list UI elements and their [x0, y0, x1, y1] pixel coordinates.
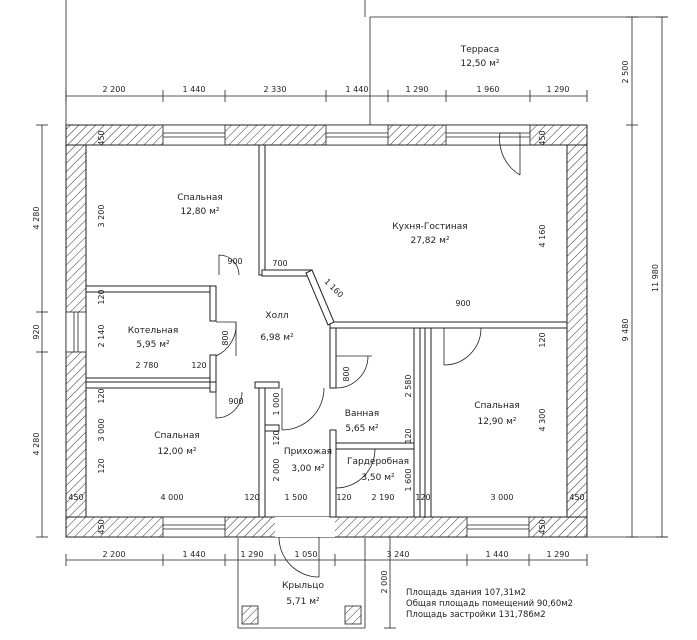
dim-bottom-1: 2 200	[103, 550, 126, 559]
room-bedroom3-area: 12,90 м²	[477, 417, 516, 427]
dim-int-3000b: 3 000	[491, 493, 514, 502]
dim-int-120c: 120	[538, 332, 547, 347]
room-kitchen-area: 27,82 м²	[410, 236, 449, 246]
dim-int-900c: 900	[228, 397, 243, 406]
dim-int-120d: 120	[97, 388, 106, 403]
dim-int-3200: 3 200	[97, 205, 106, 228]
dim-int-4000: 4 000	[161, 493, 184, 502]
room-terrace-area: 12,50 м²	[460, 59, 499, 69]
porch-dim: 2 000	[380, 537, 396, 629]
dim-int-450c: 450	[97, 519, 106, 534]
room-wardrobe-area: 3,50 м²	[361, 473, 395, 483]
bottom-dim-chain: 2 200 1 440 1 290 1 050 3 240 1 440 1 29…	[65, 550, 588, 566]
dim-int-120b: 120	[191, 361, 206, 370]
note-footprint: Площадь застройки 131,786м2	[406, 610, 546, 620]
room-bath-area: 5,65 м²	[345, 424, 379, 434]
dim-int-450e: 450	[68, 493, 83, 502]
dim-int-120e: 120	[272, 430, 281, 445]
left-dim-chain: 4 280 920 4 280	[32, 124, 48, 538]
room-bath-name: Ванная	[345, 409, 379, 419]
porch-outline	[237, 538, 366, 629]
dim-left-3: 4 280	[32, 433, 41, 456]
dim-int-120g: 120	[244, 493, 259, 502]
dim-int-1160: 1 160	[322, 277, 345, 300]
room-bedroom1-area: 12,80 м²	[180, 207, 219, 217]
dim-right-terrace: 2 500	[621, 61, 630, 84]
dim-int-450a: 450	[97, 130, 106, 145]
dim-int-4160: 4 160	[538, 225, 547, 248]
dim-bottom-4: 1 050	[295, 550, 318, 559]
dim-bottom-7: 1 290	[547, 550, 570, 559]
dim-top-5: 1 290	[406, 85, 429, 94]
dim-int-120f: 120	[404, 428, 413, 443]
room-labels: Терраса 12,50 м² Спальная 12,80 м² Кухня…	[128, 45, 520, 607]
dim-right-total: 11 980	[651, 264, 660, 292]
dim-int-4300: 4 300	[538, 409, 547, 432]
dim-int-450b: 450	[538, 130, 547, 145]
doors	[215, 132, 521, 578]
dim-int-1000: 1 000	[272, 393, 281, 416]
area-notes: Площадь здания 107,31м2 Общая площадь по…	[406, 588, 573, 620]
dim-int-450f: 450	[569, 493, 584, 502]
dim-int-2000a: 2 000	[272, 459, 281, 482]
right-dim-chain: 2 500 9 480 11 980	[587, 16, 668, 538]
note-total-area: Общая площадь помещений 90,60м2	[406, 599, 573, 609]
dim-top-3: 2 330	[264, 85, 287, 94]
room-wardrobe-name: Гардеробная	[347, 457, 409, 467]
top-extension-lines	[65, 0, 366, 125]
dim-top-1: 2 200	[103, 85, 126, 94]
dim-int-800b: 800	[342, 366, 351, 381]
dim-int-450d: 450	[538, 519, 547, 534]
note-building-area: Площадь здания 107,31м2	[406, 588, 526, 598]
dim-porch-depth: 2 000	[380, 571, 389, 594]
dim-top-7: 1 290	[547, 85, 570, 94]
dim-int-700: 700	[272, 259, 287, 268]
dim-int-900a: 900	[227, 257, 242, 266]
dim-int-120j: 120	[97, 458, 106, 473]
dim-int-120i: 120	[415, 493, 430, 502]
room-entry-name: Прихожая	[284, 447, 332, 457]
dim-int-2580: 2 580	[404, 375, 413, 398]
dim-left-1: 4 280	[32, 207, 41, 230]
room-entry-area: 3,00 м²	[291, 464, 325, 474]
dim-top-4: 1 440	[346, 85, 369, 94]
dim-bottom-3: 1 290	[241, 550, 264, 559]
room-bedroom2-name: Спальная	[154, 431, 200, 441]
dim-int-2780: 2 780	[136, 361, 159, 370]
room-kitchen-name: Кухня-Гостиная	[392, 222, 467, 232]
room-hall-area: 6,98 м²	[260, 333, 294, 343]
room-porch-area: 5,71 м²	[286, 597, 320, 607]
dim-int-900b: 900	[455, 299, 470, 308]
room-boiler-name: Котельная	[128, 326, 179, 336]
dim-bottom-5: 3 240	[387, 550, 410, 559]
dim-int-120a: 120	[97, 289, 106, 304]
dim-int-120h: 120	[336, 493, 351, 502]
dim-top-6: 1 960	[477, 85, 500, 94]
dim-int-3000a: 3 000	[97, 419, 106, 442]
room-terrace-name: Терраса	[460, 45, 499, 55]
dim-right-inner: 9 480	[621, 319, 630, 342]
room-bedroom3-name: Спальная	[474, 401, 520, 411]
dim-top-2: 1 440	[183, 85, 206, 94]
dim-left-2: 920	[32, 324, 41, 339]
interior-walls	[85, 144, 568, 518]
room-porch-name: Крыльцо	[282, 581, 324, 591]
room-bedroom2-area: 12,00 м²	[157, 447, 196, 457]
dim-bottom-6: 1 440	[486, 550, 509, 559]
top-dim-chain: 2 200 1 440 2 330 1 440 1 290 1 960 1 29…	[65, 85, 588, 102]
dim-int-800a: 800	[221, 330, 230, 345]
dim-bottom-2: 1 440	[183, 550, 206, 559]
terrace-outline	[369, 16, 590, 125]
room-hall-name: Холл	[265, 311, 288, 321]
dim-int-1600: 1 600	[404, 469, 413, 492]
dim-int-1500: 1 500	[285, 493, 308, 502]
room-boiler-area: 5,95 м²	[136, 340, 170, 350]
dim-int-2140: 2 140	[97, 325, 106, 348]
dim-int-2190: 2 190	[372, 493, 395, 502]
room-bedroom1-name: Спальная	[177, 193, 223, 203]
